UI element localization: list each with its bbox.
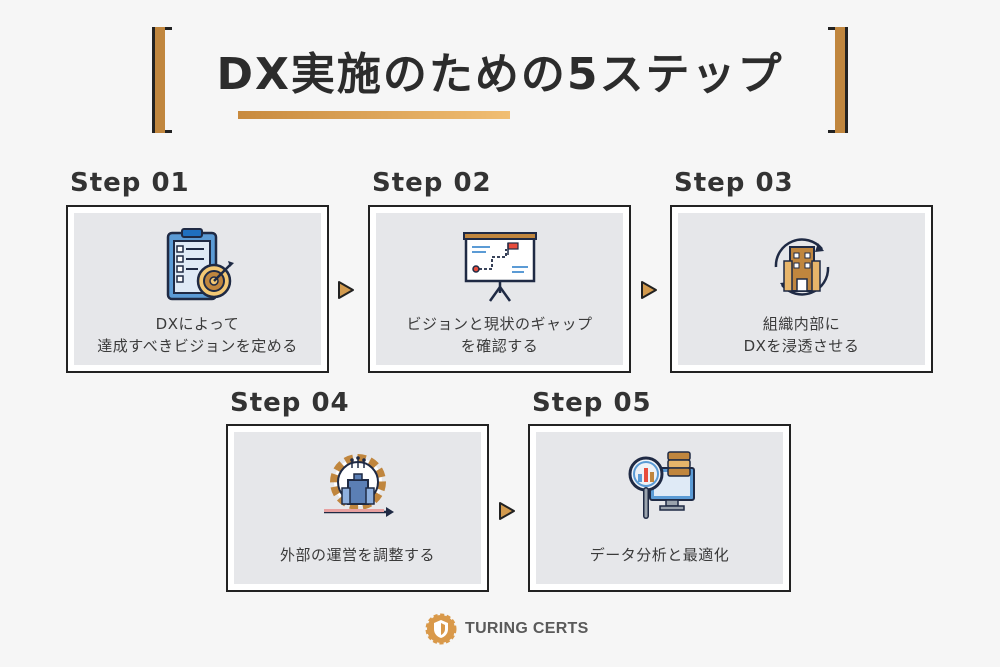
data-analysis-icon [628,451,695,519]
step-text-05: データ分析と最適化 [589,546,730,564]
title-bracket-right [828,27,848,133]
logo-text: TURING CERTS [465,620,589,637]
step-card-01: DXによって達成すべきビジョンを定める [66,205,329,373]
gear-building-icon [323,454,394,517]
step-label-02: Step 02 [372,168,492,198]
turing-certs-logo: TURING CERTS [425,613,589,645]
title-bracket-left [152,27,172,133]
step-label-01: Step 01 [70,168,190,198]
checklist-target-icon [166,228,234,301]
step-card-05: データ分析と最適化 [528,424,791,592]
arrow-right-icon [338,281,354,299]
page-title: DX実施のための5ステップ [216,49,784,100]
title-underline [238,111,510,119]
building-cycle-icon [774,238,829,296]
step-label-03: Step 03 [674,168,794,198]
presentation-board-icon [462,232,537,302]
step-label-05: Step 05 [532,388,652,418]
step-text-02: ビジョンと現状のギャップを確認する [406,315,593,355]
shield-badge-icon [425,613,457,645]
step-label-04: Step 04 [230,388,350,418]
arrow-right-icon [499,502,515,520]
step-text-04: 外部の運営を調整する [279,546,435,564]
arrow-right-icon [641,281,657,299]
step-card-04: 外部の運営を調整する [226,424,489,592]
step-card-02: ビジョンと現状のギャップを確認する [368,205,631,373]
step-text-01: DXによって達成すべきビジョンを定める [97,315,298,355]
